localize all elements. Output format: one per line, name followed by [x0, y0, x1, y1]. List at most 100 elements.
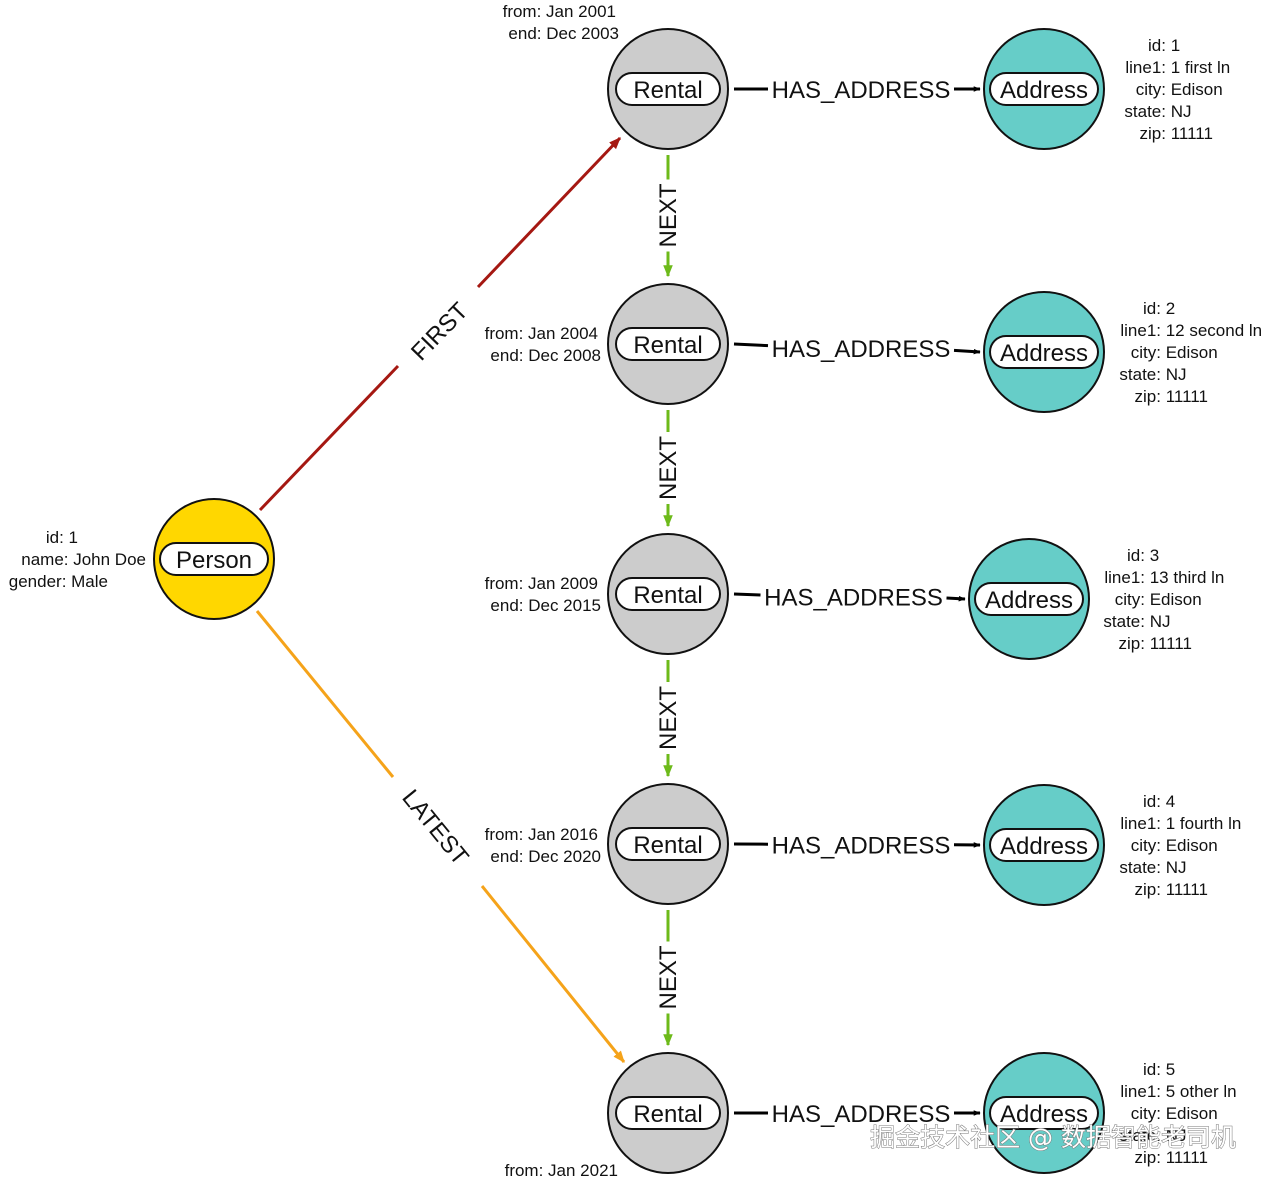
rental-5-properties-line-0: from: Jan 2021: [505, 1161, 618, 1180]
address-4-property-1: line1: 1 fourth ln: [1120, 814, 1241, 833]
address-node-5-label: Address: [1000, 1101, 1088, 1128]
rental-node-3-label-pill: [615, 577, 721, 611]
address-1-property-3: state: NJ: [1124, 102, 1191, 121]
rental-node-2-label-pill: [615, 327, 721, 361]
has-address-edge-3: HAS_ADDRESS: [733, 833, 981, 860]
address-node-3: Address: [968, 538, 1090, 660]
address-3-properties: id: 3 line1: 13 third ln city: Edison state…: [1103, 546, 1224, 653]
first-edge-segment-1: [258, 364, 400, 512]
address-node-2: Address: [983, 291, 1105, 413]
rental-2-properties-line-1: end: Dec 2008: [490, 346, 601, 365]
rental-3-properties-line-1: end: Dec 2015: [490, 596, 601, 615]
address-1-property-1: line1: 1 first ln: [1125, 58, 1230, 77]
address-4-property-0: id: 4: [1143, 792, 1175, 811]
rental-node-4: Rental: [607, 783, 729, 905]
watermark-text: 掘金技术社区 @ 数据智能老司机: [870, 1123, 1236, 1152]
has-address-edge-1-label: HAS_ADDRESS: [772, 336, 951, 363]
rental-node-2-label: Rental: [633, 332, 702, 359]
rental-4-properties-line-0: from: Jan 2016: [485, 825, 598, 844]
has-address-edge-2-segment-1: [733, 592, 761, 597]
has-address-edge-1: HAS_ADDRESS: [733, 336, 981, 363]
address-5-property-0: id: 5: [1143, 1060, 1175, 1079]
rental-3-properties-line-0: from: Jan 2009: [485, 574, 598, 593]
address-2-property-0: id: 2: [1143, 299, 1175, 318]
person-properties-line-1: name: John Doe: [21, 550, 146, 569]
address-node-1-label-pill: [989, 72, 1099, 106]
rental-5-properties: from: Jan 2021: [505, 1161, 618, 1180]
has-address-edge-0: HAS_ADDRESS: [734, 77, 981, 104]
rental-node-4-label: Rental: [633, 832, 702, 859]
address-3-property-4: zip: 11111: [1119, 634, 1192, 653]
address-5-property-3: state: NJ: [1119, 1126, 1186, 1145]
address-5-property-1: line1: 5 other ln: [1120, 1082, 1236, 1101]
has-address-edge-0-label: HAS_ADDRESS: [772, 77, 951, 104]
address-3-property-1: line1: 13 third ln: [1104, 568, 1224, 587]
address-4-property-3: state: NJ: [1119, 858, 1186, 877]
rental-node-2: Rental: [607, 283, 729, 405]
rental-1-properties: from: Jan 2001 end: Dec 2003: [503, 2, 619, 43]
rental-1-properties-line-1: end: Dec 2003: [508, 24, 619, 43]
address-3-property-2: city: Edison: [1115, 590, 1202, 609]
person-node-label: Person: [176, 547, 252, 574]
address-2-property-4: zip: 11111: [1135, 387, 1208, 406]
address-1-property-4: zip: 11111: [1140, 124, 1213, 143]
rental-node-1-label-pill: [615, 72, 721, 106]
next-edge-2-label: NEXT: [655, 686, 682, 750]
address-node-3-label-pill: [974, 582, 1084, 616]
rental-node-3: Rental: [607, 533, 729, 655]
person-node-label-pill: [159, 542, 269, 576]
rental-node-5: Rental: [607, 1052, 729, 1174]
rental-1-properties-line-0: from: Jan 2001: [503, 2, 616, 21]
address-node-2-label: Address: [1000, 340, 1088, 367]
address-5-property-2: city: Edison: [1131, 1104, 1218, 1123]
address-5-properties: id: 5 line1: 5 other ln city: Edison state:…: [1119, 1060, 1236, 1167]
has-address-edge-2-label: HAS_ADDRESS: [764, 585, 943, 612]
next-edge-3-label: NEXT: [655, 945, 682, 1009]
address-5-property-4: zip: 11111: [1135, 1148, 1208, 1167]
address-1-property-2: city: Edison: [1136, 80, 1223, 99]
next-edge-0-label: NEXT: [655, 183, 682, 247]
address-node-4: Address: [983, 784, 1105, 906]
has-address-edge-4-label: HAS_ADDRESS: [772, 1101, 951, 1128]
rental-node-3-label: Rental: [633, 582, 702, 609]
address-2-property-3: state: NJ: [1119, 365, 1186, 384]
rental-node-4-label-pill: [615, 827, 721, 861]
latest-edge-label: LATEST: [397, 785, 474, 871]
rental-node-5-label-pill: [615, 1096, 721, 1130]
address-2-property-2: city: Edison: [1131, 343, 1218, 362]
address-1-properties: id: 1 line1: 1 first ln city: Edison state:…: [1124, 36, 1230, 143]
address-4-property-4: zip: 11111: [1135, 880, 1208, 899]
address-3-property-0: id: 3: [1127, 546, 1159, 565]
rental-node-1-label: Rental: [633, 77, 702, 104]
rental-3-properties: from: Jan 2009 end: Dec 2015: [485, 574, 601, 615]
rental-2-properties-line-0: from: Jan 2004: [485, 324, 598, 343]
rental-2-properties: from: Jan 2004 end: Dec 2008: [485, 324, 601, 365]
address-node-3-label: Address: [985, 587, 1073, 614]
next-edge-1-label: NEXT: [655, 436, 682, 500]
address-node-1: Address: [983, 28, 1105, 150]
address-node-2-label-pill: [989, 335, 1099, 369]
address-node-4-label: Address: [1000, 833, 1088, 860]
has-address-edge-1-segment-2: [953, 348, 981, 355]
has-address-edge-4: HAS_ADDRESS: [734, 1101, 981, 1128]
address-node-5: Address: [983, 1052, 1105, 1174]
person-properties: id: 1 name: John Doe gender: Male: [9, 528, 146, 591]
address-2-properties: id: 2 line1: 12 second ln city: Edison stat…: [1119, 299, 1262, 406]
rental-node-1: Rental: [607, 28, 729, 150]
latest-edge-segment-1: [255, 610, 395, 778]
person-properties-line-2: gender: Male: [9, 572, 108, 591]
has-address-edge-3-label: HAS_ADDRESS: [772, 833, 951, 860]
address-node-5-label-pill: [989, 1096, 1099, 1130]
rental-node-5-label: Rental: [633, 1101, 702, 1128]
address-1-property-0: id: 1: [1148, 36, 1180, 55]
has-address-edge-2-segment-2: [946, 595, 966, 602]
address-3-property-3: state: NJ: [1103, 612, 1170, 631]
address-2-property-1: line1: 12 second ln: [1120, 321, 1262, 340]
rental-4-properties-line-1: end: Dec 2020: [490, 847, 601, 866]
has-address-edge-2: HAS_ADDRESS: [733, 585, 966, 612]
address-node-1-label: Address: [1000, 77, 1088, 104]
has-address-edge-1-segment-1: [733, 342, 769, 348]
person-properties-line-0: id: 1: [46, 528, 78, 547]
